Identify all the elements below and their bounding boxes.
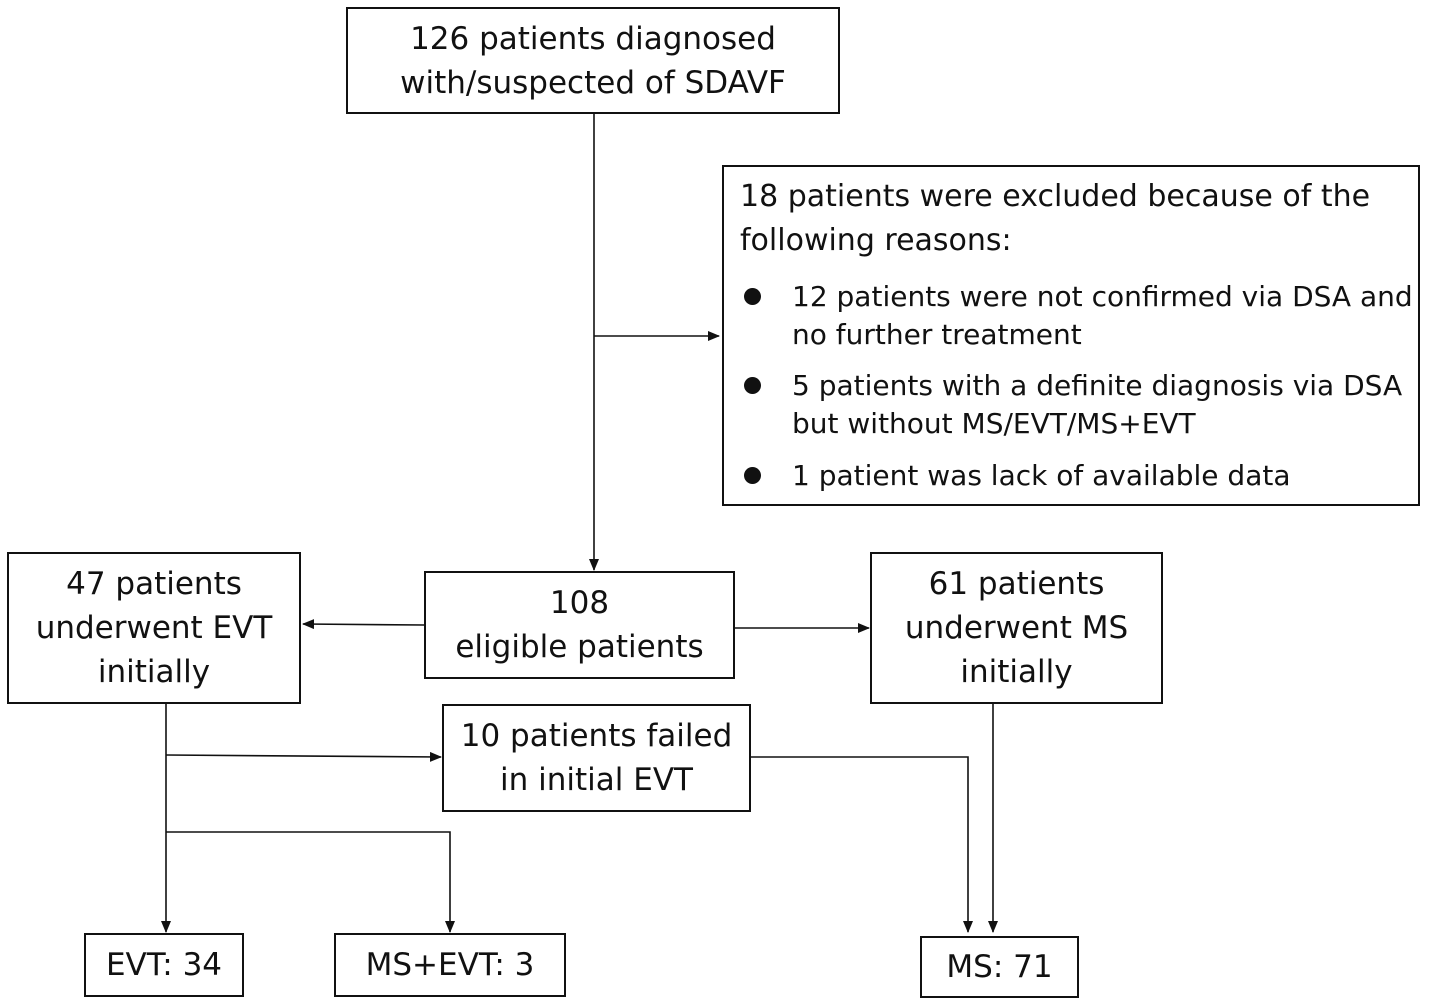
- evt-initial-line3: initially: [97, 654, 211, 690]
- evt-initial-line2: underwent EVT: [35, 610, 273, 646]
- excluded-heading-line2: following reasons:: [740, 223, 1012, 258]
- ms-final-box: MS: 71: [920, 936, 1079, 998]
- total-patients-line1: 126 patients diagnosed: [410, 20, 776, 57]
- bullet-icon: [744, 288, 761, 305]
- evt-final-label: EVT: 34: [105, 947, 223, 983]
- excluded-patients-box: 18 patients were excluded because of the…: [722, 165, 1420, 506]
- evt-failed-line2: in initial EVT: [500, 762, 693, 798]
- evt-initial-box: 47 patients underwent EVT initially: [7, 552, 301, 704]
- ms-initial-line2: underwent MS: [904, 610, 1129, 646]
- exclusion-reason-line: but without MS/EVT/MS+EVT: [792, 407, 1196, 440]
- bullet-icon: [744, 377, 761, 394]
- excluded-heading: 18 patients were excluded because of the…: [740, 175, 1370, 263]
- ms-evt-final-box: MS+EVT: 3: [334, 933, 566, 997]
- total-patients-box: 126 patients diagnosed with/suspected of…: [346, 7, 840, 114]
- ms-final-label: MS: 71: [946, 949, 1053, 985]
- evt-initial-line1: 47 patients: [66, 566, 242, 602]
- eligible-patients-box: 108 eligible patients: [424, 571, 735, 679]
- arrow-evt-to-failed: [165, 751, 442, 762]
- evt-failed-line1: 10 patients failed: [460, 718, 733, 754]
- bullet-icon: [744, 467, 761, 484]
- excluded-heading-line1: 18 patients were excluded because of the: [740, 179, 1371, 214]
- ms-initial-line3: initially: [960, 654, 1073, 690]
- exclusion-reason-line: 5 patients with a definite diagnosis via…: [792, 369, 1403, 402]
- arrow-evt-to-ms-evt: [166, 831, 455, 933]
- total-patients-line2: with/suspected of SDAVF: [400, 64, 786, 101]
- exclusion-reason-line: 12 patients were not confirmed via DSA a…: [792, 280, 1413, 313]
- arrow-failed-to-ms: [751, 756, 973, 933]
- evt-failed-box: 10 patients failed in initial EVT: [442, 704, 751, 812]
- ms-initial-line1: 61 patients: [928, 566, 1105, 602]
- eligible-label: eligible patients: [455, 629, 704, 665]
- ms-evt-final-label: MS+EVT: 3: [365, 947, 535, 983]
- ms-initial-box: 61 patients underwent MS initially: [870, 552, 1163, 704]
- exclusion-reason-line: 1 patient was lack of available data: [792, 459, 1291, 492]
- evt-final-box: EVT: 34: [84, 933, 244, 997]
- eligible-count: 108: [549, 585, 610, 621]
- arrow-eligible-to-evt: [302, 619, 425, 630]
- exclusion-reason-line: no further treatment: [792, 318, 1082, 351]
